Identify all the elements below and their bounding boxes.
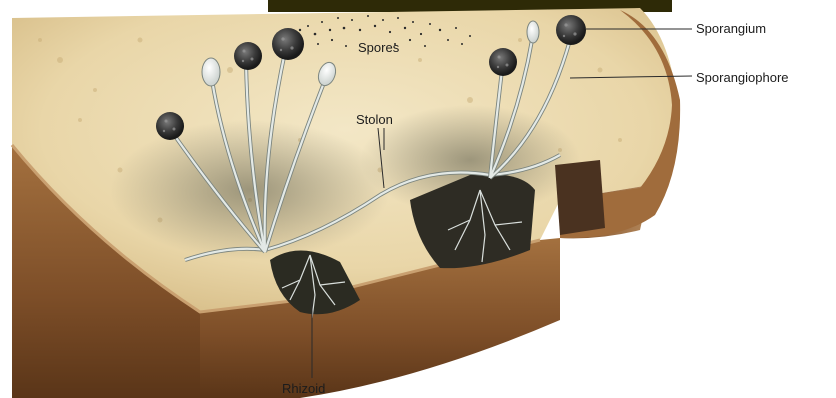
sporangium-immature (202, 58, 220, 86)
sporangium-mature (556, 15, 586, 45)
sporangium-mature (272, 28, 304, 60)
sporangium-mature (489, 48, 517, 76)
sporangium-mature (156, 112, 184, 140)
label-rhizoid: Rhizoid (282, 381, 325, 396)
sporangium-mature (234, 42, 262, 70)
sporangium-immature (527, 21, 539, 43)
mold-cavity (555, 160, 605, 235)
label-sporangiophore: Sporangiophore (696, 70, 789, 85)
label-stolon: Stolon (356, 112, 393, 127)
label-sporangium: Sporangium (696, 21, 766, 36)
label-spores: Spores (358, 40, 399, 55)
